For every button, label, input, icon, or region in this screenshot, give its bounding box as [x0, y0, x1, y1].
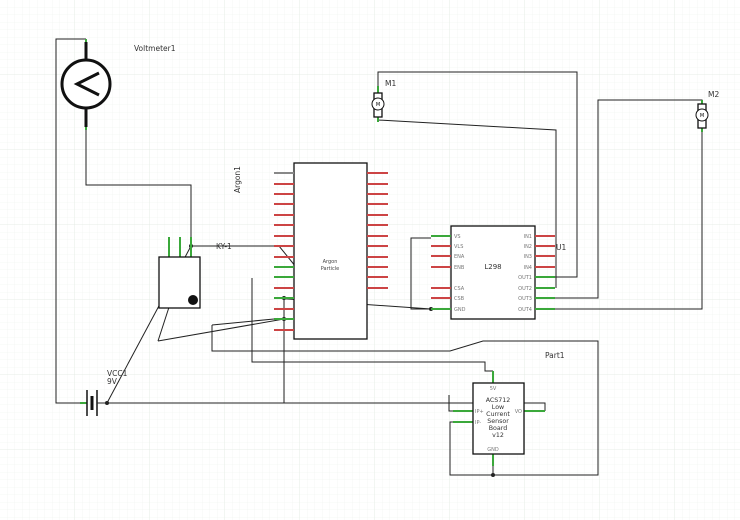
driver-pin-label: CSA: [454, 286, 465, 292]
argon-label: Argon1: [233, 166, 242, 193]
motor-icon: [695, 108, 709, 122]
wire[interactable]: [448, 395, 453, 412]
ky-sensor[interactable]: KY-1: [158, 237, 232, 309]
argon-subtitle: Particle: [321, 266, 339, 272]
motor-m1[interactable]: M M1: [371, 79, 396, 122]
wire[interactable]: [377, 71, 578, 278]
driver-title: L298: [484, 263, 501, 271]
voltmeter[interactable]: Voltmeter1: [60, 39, 176, 130]
driver-pin-label: OUT4: [518, 307, 532, 313]
wire[interactable]: [555, 127, 703, 310]
current-sensor-title: Current: [486, 411, 510, 418]
pin-label: IP-: [475, 420, 481, 426]
driver-pin-label: IN1: [524, 234, 532, 240]
sensor-icon: [188, 295, 198, 305]
wire[interactable]: [377, 119, 557, 288]
driver-pin-label: CSB: [454, 296, 465, 302]
driver-pin-label: ENB: [454, 265, 465, 271]
pin-label: IP+: [475, 409, 484, 415]
argon-board[interactable]: Argon Particle Argon1: [233, 162, 388, 340]
driver-label: U1: [556, 243, 566, 252]
driver-pin-label: IN4: [524, 265, 532, 271]
driver-pin-label: IN3: [524, 254, 532, 260]
motor-label: M2: [708, 90, 719, 99]
l298-driver[interactable]: L298 U1 VS VLS ENA ENB CSA CSB GND IN1IN2IN3IN4…: [431, 225, 566, 320]
pin-label: 5V: [490, 386, 497, 392]
wire[interactable]: [107, 402, 546, 411]
argon-title: Argon: [323, 259, 338, 265]
current-sensor-label: Part1: [545, 351, 565, 360]
motor-symbol: M: [376, 102, 380, 108]
driver-pin-label: OUT3: [518, 296, 532, 302]
voltmeter-icon: [60, 58, 112, 110]
driver-pin-label: ENA: [454, 254, 465, 260]
wire[interactable]: [157, 318, 285, 342]
driver-pin-label: OUT1: [518, 275, 532, 281]
current-sensor-title: Board: [489, 425, 508, 432]
current-sensor-title: ACS712: [486, 397, 511, 404]
wire[interactable]: [211, 318, 275, 326]
current-sensor-title: v12: [492, 432, 504, 439]
wire[interactable]: [449, 421, 494, 476]
motor-symbol: M: [700, 113, 704, 119]
wire[interactable]: [211, 325, 599, 476]
driver-pin-label: GND: [454, 307, 466, 313]
battery-value: 9V: [107, 377, 118, 386]
battery-label: VCC1: [107, 369, 128, 378]
wire[interactable]: [251, 278, 493, 372]
wire[interactable]: [85, 130, 192, 246]
motor-m2[interactable]: M M2: [695, 90, 719, 132]
pin-label: GND: [487, 447, 499, 453]
current-sensor-title: Sensor: [487, 418, 509, 425]
motor-icon: [371, 97, 385, 111]
current-sensor[interactable]: 5V GND IP+ IP- VO ACS712LowCurrentSensor…: [453, 351, 565, 466]
wire[interactable]: [410, 237, 431, 310]
driver-pin-label: IN2: [524, 244, 532, 250]
driver-pin-label: VLS: [454, 244, 463, 250]
pin-label: VO: [515, 409, 522, 415]
sensor-label: KY-1: [216, 242, 232, 251]
wire[interactable]: [55, 38, 86, 404]
driver-pin-label: VS: [454, 234, 461, 240]
motor-label: M1: [385, 79, 396, 88]
driver-pin-label: OUT2: [518, 286, 532, 292]
battery[interactable]: VCC1 9V: [80, 369, 128, 416]
current-sensor-title: Low: [492, 404, 504, 411]
voltmeter-label: Voltmeter1: [134, 44, 176, 53]
